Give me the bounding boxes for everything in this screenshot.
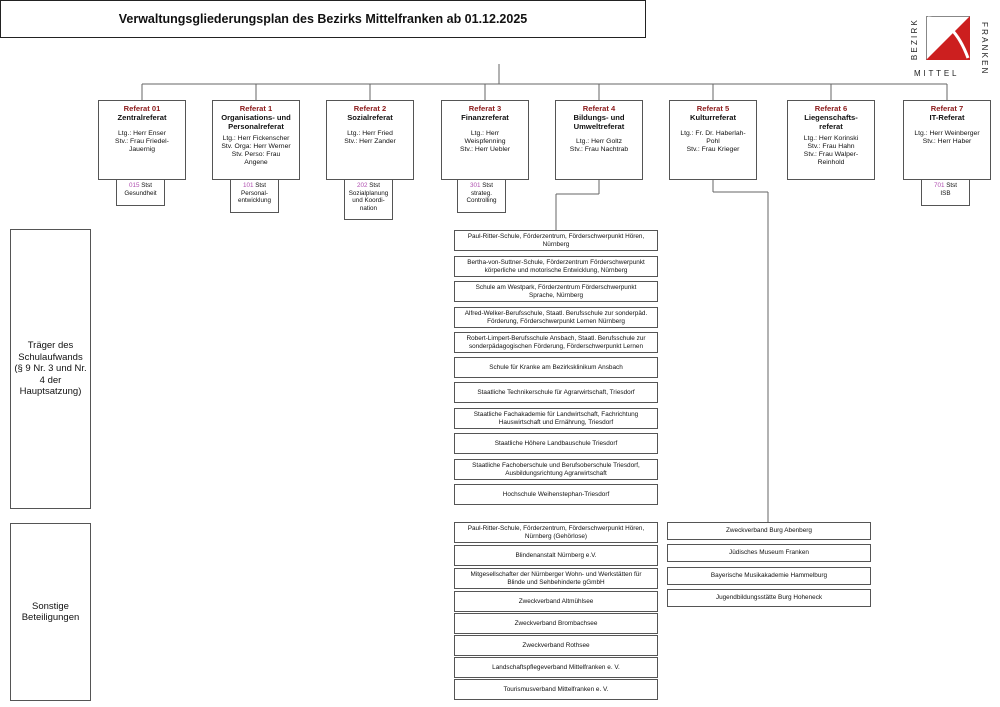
referat-name: IT-Referat [929, 113, 965, 122]
referat-6-box: Referat 6 Liegenschafts- referat Ltg.: H… [787, 100, 875, 180]
beteiligung-item: Landschaftspflegeverband Mittelfranken e… [454, 657, 658, 678]
schule-item: Paul-Ritter-Schule, Förderzentrum, Förde… [454, 230, 658, 251]
referat-name: Personalreferat [228, 122, 284, 131]
beteiligung-item: Mitgesellschafter der Nürnberger Wohn- u… [454, 568, 658, 589]
schule-item: Bertha-von-Suttner-Schule, Förderzentrum… [454, 256, 658, 277]
referat-name: Liegenschafts- [804, 113, 858, 122]
schule-item: Schule am Westpark, Förderzentrum Förder… [454, 281, 658, 302]
referat-name: Umweltreferat [573, 122, 625, 131]
referat-7-box: Referat 7 IT-Referat Ltg.: Herr Weinberg… [903, 100, 991, 180]
logo-word-bezirk: BEZIRK [910, 18, 919, 61]
referat-code: Referat 01 [123, 104, 161, 113]
referat-name: Bildungs- und [573, 113, 625, 122]
referat-code: Referat 4 [582, 104, 616, 113]
referat-2-box: Referat 2 Sozialreferat Ltg.: Herr Fried… [326, 100, 414, 180]
referat-1-box: Referat 1 Organisations- und Personalref… [212, 100, 300, 180]
stabsstelle-101: 101 Stst Personal-entwicklung [230, 179, 279, 213]
referat-code: Referat 1 [239, 104, 273, 113]
beteiligung-item: Blindenanstalt Nürnberg e.V. [454, 545, 658, 566]
beteiligung-kultur-item: Bayerische Musikakademie Hammelburg [667, 567, 871, 585]
bezirk-mittelfranken-logo: BEZIRK MITTEL FRANKEN [910, 16, 992, 84]
beteiligung-item: Tourismusverband Mittelfranken e. V. [454, 679, 658, 700]
stabsstelle-701: 701 Stst ISB [921, 179, 970, 206]
referat-5-box: Referat 5 Kulturreferat Ltg.: Fr. Dr. Ha… [669, 100, 757, 180]
referat-name: Finanzreferat [461, 113, 509, 122]
schule-item: Staatliche Fachakademie für Landwirtscha… [454, 408, 658, 429]
logo-word-mittel: MITTEL [914, 69, 960, 78]
side-label-beteiligungen: Sonstige Beteiligungen [10, 523, 91, 701]
logo-red-triangle-icon [926, 16, 970, 60]
schule-item: Hochschule Weihenstephan-Triesdorf [454, 484, 658, 505]
referat-code: Referat 2 [353, 104, 387, 113]
schule-item: Alfred-Welker-Berufsschule, Staatl. Beru… [454, 307, 658, 328]
referat-code: Referat 5 [696, 104, 730, 113]
referat-name: referat [819, 122, 843, 131]
referat-4-box: Referat 4 Bildungs- und Umweltreferat Lt… [555, 100, 643, 180]
beteiligung-item: Zweckverband Altmühlsee [454, 591, 658, 612]
referat-name: Zentralreferat [117, 113, 167, 122]
page-title: Verwaltungsgliederungsplan des Bezirks M… [0, 0, 646, 38]
beteiligung-kultur-item: Jugendbildungsstätte Burg Hoheneck [667, 589, 871, 607]
beteiligung-item: Zweckverband Rothsee [454, 635, 658, 656]
logo-word-franken: FRANKEN [980, 22, 989, 76]
beteiligung-kultur-item: Jüdisches Museum Franken [667, 544, 871, 562]
referat-01-box: Referat 01 Zentralreferat Ltg.: Herr Ens… [98, 100, 186, 180]
beteiligung-item: Paul-Ritter-Schule, Förderzentrum, Förde… [454, 522, 658, 543]
stabsstelle-015: 015 Stst Gesundheit [116, 179, 165, 206]
schule-item: Staatliche Fachoberschule und Berufsober… [454, 459, 658, 480]
side-label-schulaufwand: Träger des Schulaufwands (§ 9 Nr. 3 und … [10, 229, 91, 509]
stabsstelle-301: 301 Stst strateg.Controlling [457, 179, 506, 213]
schule-item: Robert-Limpert-Berufsschule Ansbach, Sta… [454, 332, 658, 353]
beteiligung-item: Zweckverband Brombachsee [454, 613, 658, 634]
schule-item: Schule für Kranke am Bezirksklinikum Ans… [454, 357, 658, 378]
referat-name: Organisations- und [221, 113, 291, 122]
beteiligung-kultur-item: Zweckverband Burg Abenberg [667, 522, 871, 540]
schule-item: Staatliche Technikerschule für Agrarwirt… [454, 382, 658, 403]
referat-name: Sozialreferat [347, 113, 393, 122]
referat-code: Referat 3 [468, 104, 502, 113]
referat-code: Referat 7 [930, 104, 964, 113]
referat-name: Kulturreferat [690, 113, 736, 122]
referat-code: Referat 6 [814, 104, 848, 113]
schule-item: Staatliche Höhere Landbauschule Triesdor… [454, 433, 658, 454]
